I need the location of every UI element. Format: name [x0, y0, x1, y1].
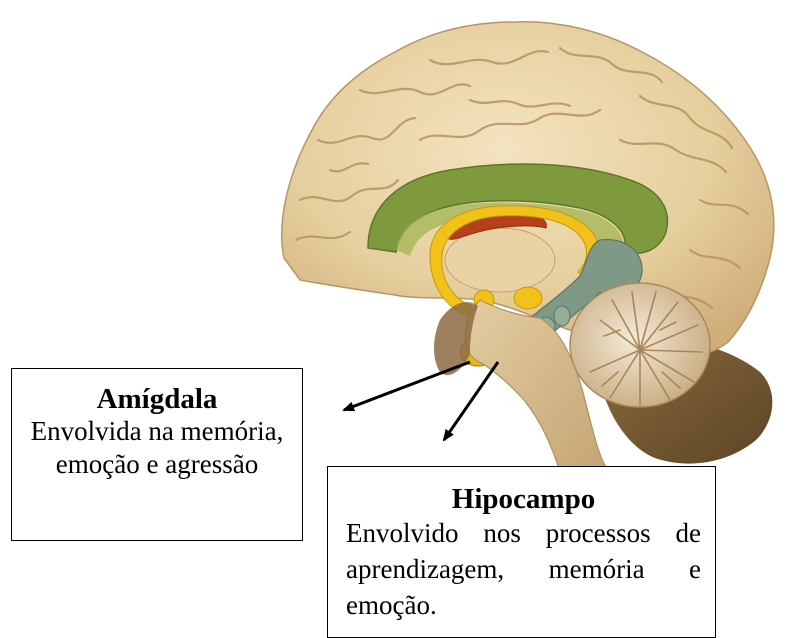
amygdala-label-box: Amígdala Envolvida na memória, emoção e …	[11, 368, 303, 541]
amygdala-arrow	[344, 362, 470, 410]
mammillary-right	[514, 287, 542, 309]
hippocampus-title: Hipocampo	[346, 483, 701, 515]
amygdala-title: Amígdala	[12, 383, 302, 415]
hippocampus-description: Envolvido nos processos de aprendizagem,…	[346, 515, 701, 623]
amygdala-description: Envolvida na memória, emoção e agressão	[12, 415, 302, 481]
thalamus	[445, 228, 555, 292]
hippocampus-label-box: Hipocampo Envolvido nos processos de apr…	[327, 466, 716, 638]
